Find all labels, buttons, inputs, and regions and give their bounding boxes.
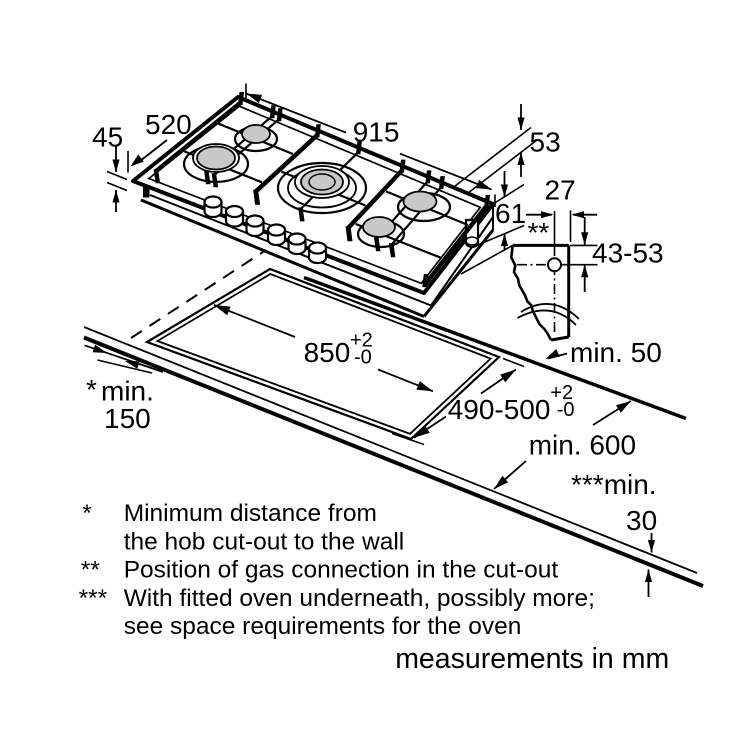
svg-text:*: * (86, 374, 97, 405)
svg-text:min. 50: min. 50 (570, 337, 662, 368)
svg-text:With fitted oven underneath, p: With fitted oven underneath, possibly mo… (124, 585, 595, 612)
svg-text:490-500: 490-500 (448, 394, 551, 425)
svg-text:30: 30 (626, 505, 657, 536)
svg-text:Position of gas connection in: Position of gas connection in the cut-ou… (124, 557, 559, 584)
svg-text:-0: -0 (557, 399, 575, 421)
svg-text:***min.: ***min. (571, 469, 657, 500)
svg-text:53: 53 (530, 127, 561, 158)
svg-text:**: ** (81, 557, 101, 584)
svg-text:520: 520 (145, 109, 192, 140)
svg-text:the hob cut-out to the wall: the hob cut-out to the wall (124, 528, 405, 555)
svg-text:+2: +2 (550, 382, 573, 404)
svg-text:see space requirements for the: see space requirements for the oven (124, 613, 522, 640)
svg-text:***: *** (79, 585, 108, 612)
svg-text:+2: +2 (350, 330, 373, 352)
svg-text:43-53: 43-53 (592, 238, 664, 269)
svg-text:850: 850 (304, 337, 351, 368)
svg-text:min.: min. (101, 376, 154, 407)
svg-text:150: 150 (104, 403, 151, 434)
svg-text:27: 27 (545, 175, 576, 206)
svg-text:*: * (82, 500, 92, 527)
svg-text:**: ** (528, 217, 550, 248)
svg-text:61: 61 (495, 198, 526, 229)
svg-text:-0: -0 (354, 346, 372, 368)
svg-text:Minimum distance from: Minimum distance from (124, 500, 377, 527)
svg-text:measurements in mm: measurements in mm (395, 643, 669, 675)
svg-text:45: 45 (92, 122, 123, 153)
svg-text:min. 600: min. 600 (529, 430, 636, 461)
